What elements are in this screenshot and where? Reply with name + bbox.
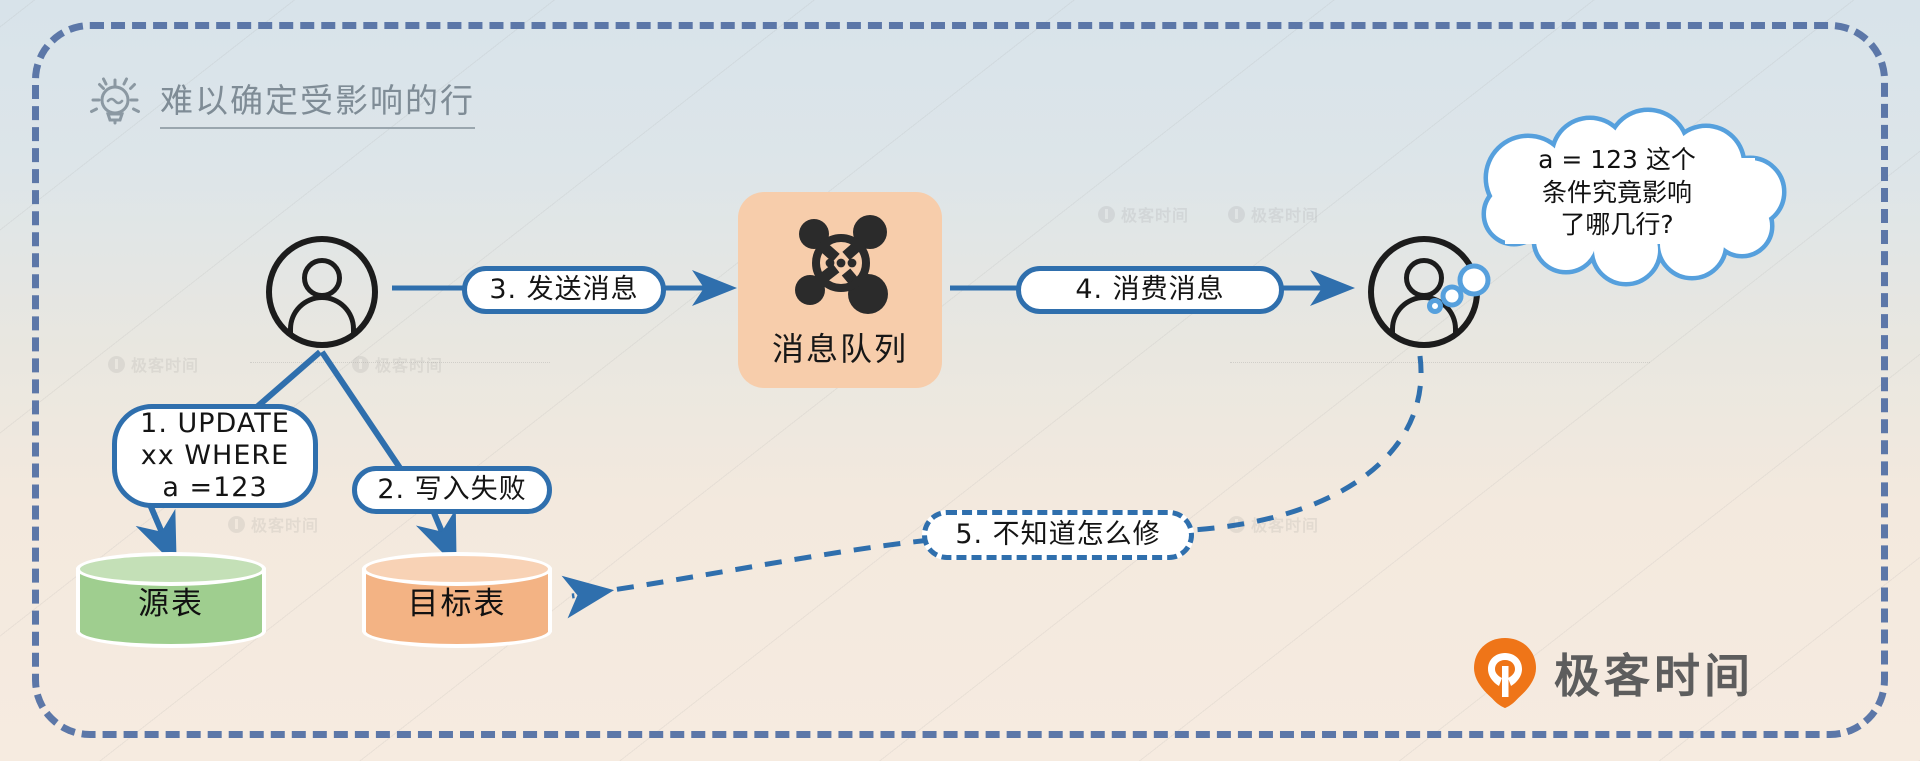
thought-bubble: a = 123 这个 条件究竟影响 了哪几行? (1472, 128, 1762, 258)
watermark: 极客时间 (108, 352, 199, 376)
page-title: 难以确定受影响的行 (86, 72, 475, 130)
message-queue-node-icon (795, 215, 888, 314)
watermark: 极客时间 (1228, 512, 1319, 536)
step-label-2[interactable]: 2. 写入失败 (352, 466, 552, 514)
step-label-4[interactable]: 4. 消费消息 (1016, 266, 1284, 314)
message-queue-label: 消息队列 (771, 330, 908, 368)
source-table-cylinder[interactable]: 源表 (76, 552, 266, 648)
watermark-text: 极客时间 (251, 518, 320, 535)
watermark-logo-icon (1228, 205, 1245, 223)
target-table-label: 目标表 (407, 585, 507, 622)
watermark-text: 极客时间 (1251, 208, 1320, 225)
message-queue-node: 消息队列 (738, 192, 942, 388)
step-label-3[interactable]: 3. 发送消息 (462, 266, 666, 314)
brand-name: 极客时间 (1554, 649, 1754, 703)
page-title-text: 难以确定受影响的行 (160, 74, 475, 129)
thought-bubble-text: a = 123 这个 条件究竟影响 了哪几行? (1538, 145, 1696, 240)
consumer-avatar (1368, 236, 1480, 348)
watermark: 极客时间 (352, 352, 443, 376)
watermark-text: 极客时间 (1251, 518, 1320, 535)
watermark-text: 极客时间 (131, 358, 200, 375)
watermark-logo-icon (1228, 515, 1245, 533)
source-table-label: 源表 (138, 585, 204, 622)
geektime-pin-logo-icon (1474, 638, 1536, 708)
target-table-cylinder[interactable]: 目标表 (362, 552, 552, 648)
avatar-head-icon (1404, 258, 1444, 298)
watermark-text: 极客时间 (375, 358, 444, 375)
producer-avatar (266, 236, 378, 348)
brand-logo: 极客时间 (1472, 636, 1754, 710)
cylinder-top (362, 552, 552, 586)
dashed-path-consumer-to-step5 (1191, 355, 1424, 533)
lightbulb-icon (90, 77, 140, 125)
connector-producer-to-step2 (319, 350, 403, 470)
watermark: 极客时间 (228, 512, 319, 536)
avatar-head-icon (302, 258, 342, 298)
watermark-logo-icon (228, 515, 245, 533)
watermark-divider (1230, 362, 1650, 363)
watermark-logo-icon (352, 355, 369, 373)
watermark-text: 极客时间 (1121, 208, 1190, 225)
watermark: 极客时间 (1228, 202, 1319, 226)
avatar-body-icon (288, 295, 356, 333)
avatar-body-icon (1390, 295, 1458, 333)
watermark-divider (250, 362, 550, 363)
watermark-logo-icon (108, 355, 125, 373)
arrow-step2-to-target-table (415, 506, 457, 568)
dashed-arrow-step5-to-target-table (561, 537, 931, 619)
step-label-1[interactable]: 1. UPDATE xx WHERE a =123 (112, 404, 318, 508)
arrow-step1-to-source-table (135, 498, 177, 568)
step-label-5[interactable]: 5. 不知道怎么修 (922, 510, 1194, 560)
watermark-logo-icon (1098, 205, 1115, 223)
watermark: 极客时间 (1098, 202, 1189, 226)
cylinder-top (76, 552, 266, 586)
